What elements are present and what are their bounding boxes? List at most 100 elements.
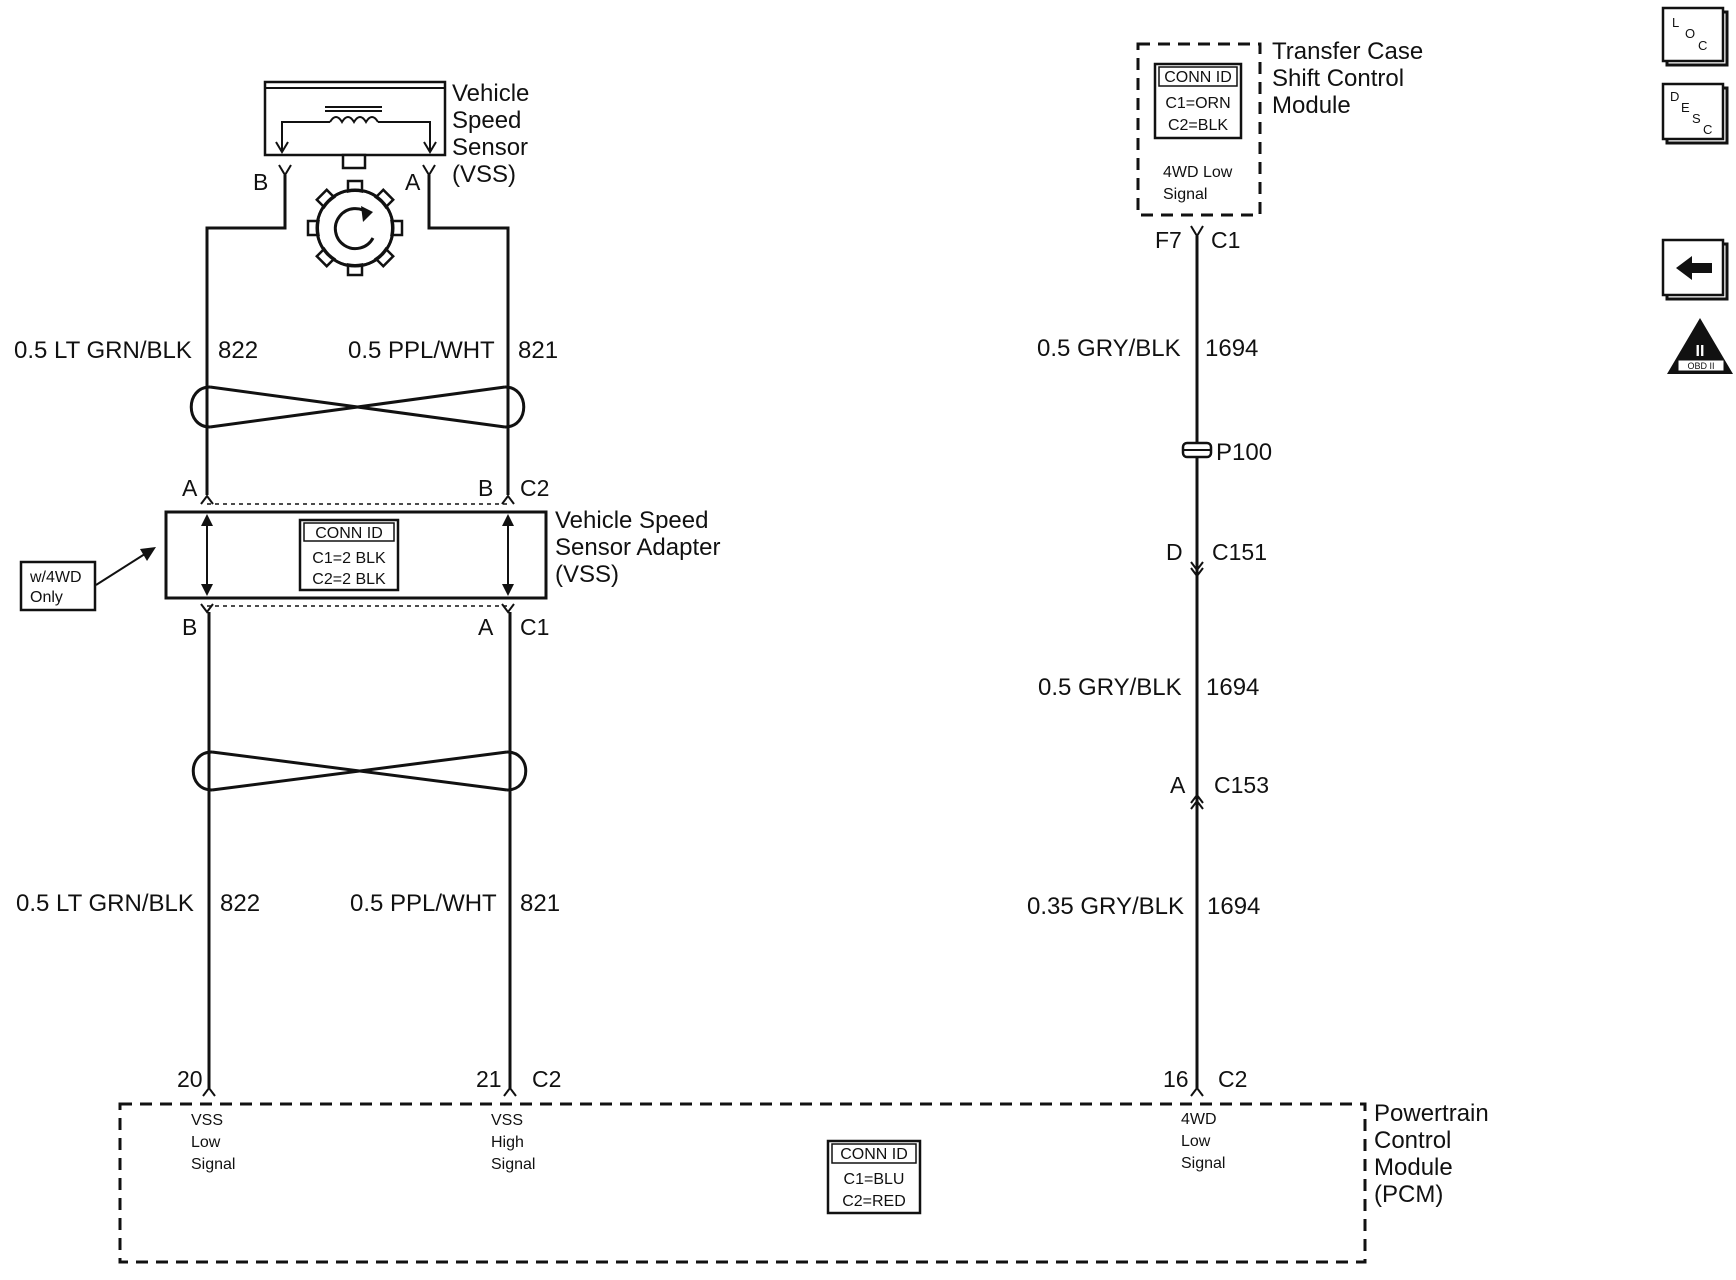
pcm-vss-low-line3: Signal: [191, 1156, 235, 1173]
sensor-tip: [341, 153, 367, 170]
loc-letter-o: O: [1685, 26, 1695, 41]
upper-right-wire-spec: 0.5 PPL/WHT: [348, 337, 495, 364]
pcm-title-line4: (PCM): [1374, 1181, 1443, 1208]
vss-title-line1: Vehicle: [452, 80, 529, 107]
pcm-4wd-low-line3: Signal: [1181, 1155, 1225, 1172]
pcm-conn-id: CONN ID C1=BLU C2=RED: [826, 1139, 922, 1215]
wire-822-upper: [205, 175, 287, 495]
tc-conn-id-title: CONN ID: [1164, 69, 1232, 86]
pcm-pin-20: 20: [177, 1066, 203, 1092]
lower-right-wire-spec: 0.5 PPL/WHT: [350, 890, 497, 917]
connector-c151: D C151: [1166, 539, 1267, 578]
c151-pin-d: D: [1166, 539, 1183, 565]
vss-title-line4: (VSS): [452, 161, 516, 188]
desc-letter-d: D: [1670, 89, 1679, 104]
lower-left-wire-spec: 0.5 LT GRN/BLK: [16, 890, 194, 917]
vss-pin-b: B: [253, 169, 268, 195]
left-arrow-icon: [1676, 256, 1712, 280]
obd-ii-icon[interactable]: II OBD II: [1667, 318, 1733, 374]
obd-label: OBD II: [1687, 361, 1714, 371]
lower-left-circuit: 822: [220, 890, 260, 917]
loc-letter-l: L: [1672, 15, 1679, 30]
loc-letter-c: C: [1698, 38, 1707, 53]
adapter-connector-c2: C2: [520, 475, 549, 501]
pcm-conn-c2: C2=RED: [842, 1193, 906, 1210]
desc-button[interactable]: D E S C: [1661, 82, 1729, 145]
pcm-title-line1: Powertrain: [1374, 1100, 1489, 1127]
adapter-title-line3: (VSS): [555, 561, 619, 588]
right-seg2-spec: 0.5 GRY/BLK: [1038, 674, 1182, 701]
vehicle-speed-sensor: B A Vehicle Speed Sensor (VSS): [253, 80, 529, 277]
adapter-title-line2: Sensor Adapter: [555, 534, 720, 561]
transfer-case-conn-id: CONN ID C1=ORN C2=BLK: [1153, 62, 1243, 140]
desc-letter-c: C: [1703, 122, 1712, 137]
right-seg1-spec: 0.5 GRY/BLK: [1037, 335, 1181, 362]
tc-connector-c1: C1: [1211, 227, 1240, 253]
tc-pin-f7: F7: [1155, 227, 1182, 253]
adapter-conn-c1: C1=2 BLK: [312, 550, 386, 567]
right-seg2-circuit: 1694: [1206, 674, 1259, 701]
adapter-conn-id: CONN ID C1=2 BLK C2=2 BLK: [298, 518, 400, 592]
vss-title-line3: Sensor: [452, 134, 528, 161]
reluctor-wheel-icon: [306, 179, 404, 277]
lower-right-circuit: 821: [520, 890, 560, 917]
right-seg3-circuit: 1694: [1207, 893, 1260, 920]
tc-conn-c2: C2=BLK: [1168, 117, 1228, 134]
transfer-case-module: CONN ID C1=ORN C2=BLK 4WD Low Signal Tra…: [1136, 38, 1423, 253]
adapter-conn-c2: C2=2 BLK: [312, 571, 386, 588]
transfer-case-boundary: [1136, 42, 1262, 217]
pcm-vss-low-line1: VSS: [191, 1112, 223, 1129]
loc-button[interactable]: L O C: [1661, 6, 1729, 67]
upper-left-wire-spec: 0.5 LT GRN/BLK: [14, 337, 192, 364]
c151-label: C151: [1212, 539, 1267, 565]
note-line1: w/4WD: [29, 569, 82, 586]
vss-sensor-body: [263, 80, 447, 157]
adapter-title-line1: Vehicle Speed: [555, 507, 708, 534]
pcm-vss-high-line3: Signal: [491, 1156, 535, 1173]
upper-left-circuit: 822: [218, 337, 258, 364]
desc-letter-e: E: [1681, 100, 1690, 115]
right-seg3-spec: 0.35 GRY/BLK: [1027, 893, 1184, 920]
desc-letter-s: S: [1692, 111, 1701, 126]
adapter-bottom-pin-a: A: [478, 614, 494, 640]
wire-821-upper: [427, 175, 510, 495]
back-button[interactable]: [1661, 238, 1729, 301]
adapter-top-pin-b: B: [478, 475, 493, 501]
pcm-pin-16: 16: [1163, 1066, 1189, 1092]
powertrain-control-module: 20 21 C2 16 C2 VSS Low Signal VSS High S…: [118, 1066, 1489, 1264]
c153-pin-a: A: [1170, 772, 1186, 798]
pcm-vss-high-line1: VSS: [491, 1112, 523, 1129]
adapter-conn-id-title: CONN ID: [315, 525, 383, 542]
twisted-pair-lower: [191, 750, 528, 792]
tc-title-line3: Module: [1272, 92, 1351, 119]
pcm-title-line2: Control: [1374, 1127, 1451, 1154]
splice-p100: P100: [1181, 439, 1272, 466]
adapter-connector-c1: C1: [520, 614, 549, 640]
obd-numeral: II: [1696, 343, 1705, 360]
adapter-top-pin-a: A: [182, 475, 198, 501]
right-seg1-circuit: 1694: [1205, 335, 1258, 362]
pcm-4wd-low-line2: Low: [1181, 1133, 1211, 1150]
pcm-pin-16-connector: C2: [1218, 1066, 1247, 1092]
vss-adapter: A B C2 CONN ID C1=2 BLK C2=2 BLK Vehicle…: [19, 475, 720, 640]
coil-icon: [275, 106, 437, 154]
tc-title-line1: Transfer Case: [1272, 38, 1423, 65]
pcm-conn-id-title: CONN ID: [840, 1146, 908, 1163]
vss-pin-a: A: [405, 169, 421, 195]
pcm-4wd-low-line1: 4WD: [1181, 1111, 1217, 1128]
pcm-vss-high-line2: High: [491, 1134, 524, 1151]
pcm-conn-c1: C1=BLU: [844, 1171, 905, 1188]
adapter-bottom-pin-b: B: [182, 614, 197, 640]
pcm-vss-low-line2: Low: [191, 1134, 221, 1151]
note-line2: Only: [30, 589, 63, 606]
pcm-boundary: [118, 1102, 1367, 1264]
upper-right-circuit: 821: [518, 337, 558, 364]
pcm-pin-21-connector: C2: [532, 1066, 561, 1092]
twisted-pair-upper: [189, 385, 526, 429]
pcm-title-line3: Module: [1374, 1154, 1453, 1181]
tc-signal-line1: 4WD Low: [1163, 164, 1233, 181]
tc-signal-line2: Signal: [1163, 186, 1207, 203]
tc-title-line2: Shift Control: [1272, 65, 1404, 92]
vss-title-line2: Speed: [452, 107, 521, 134]
